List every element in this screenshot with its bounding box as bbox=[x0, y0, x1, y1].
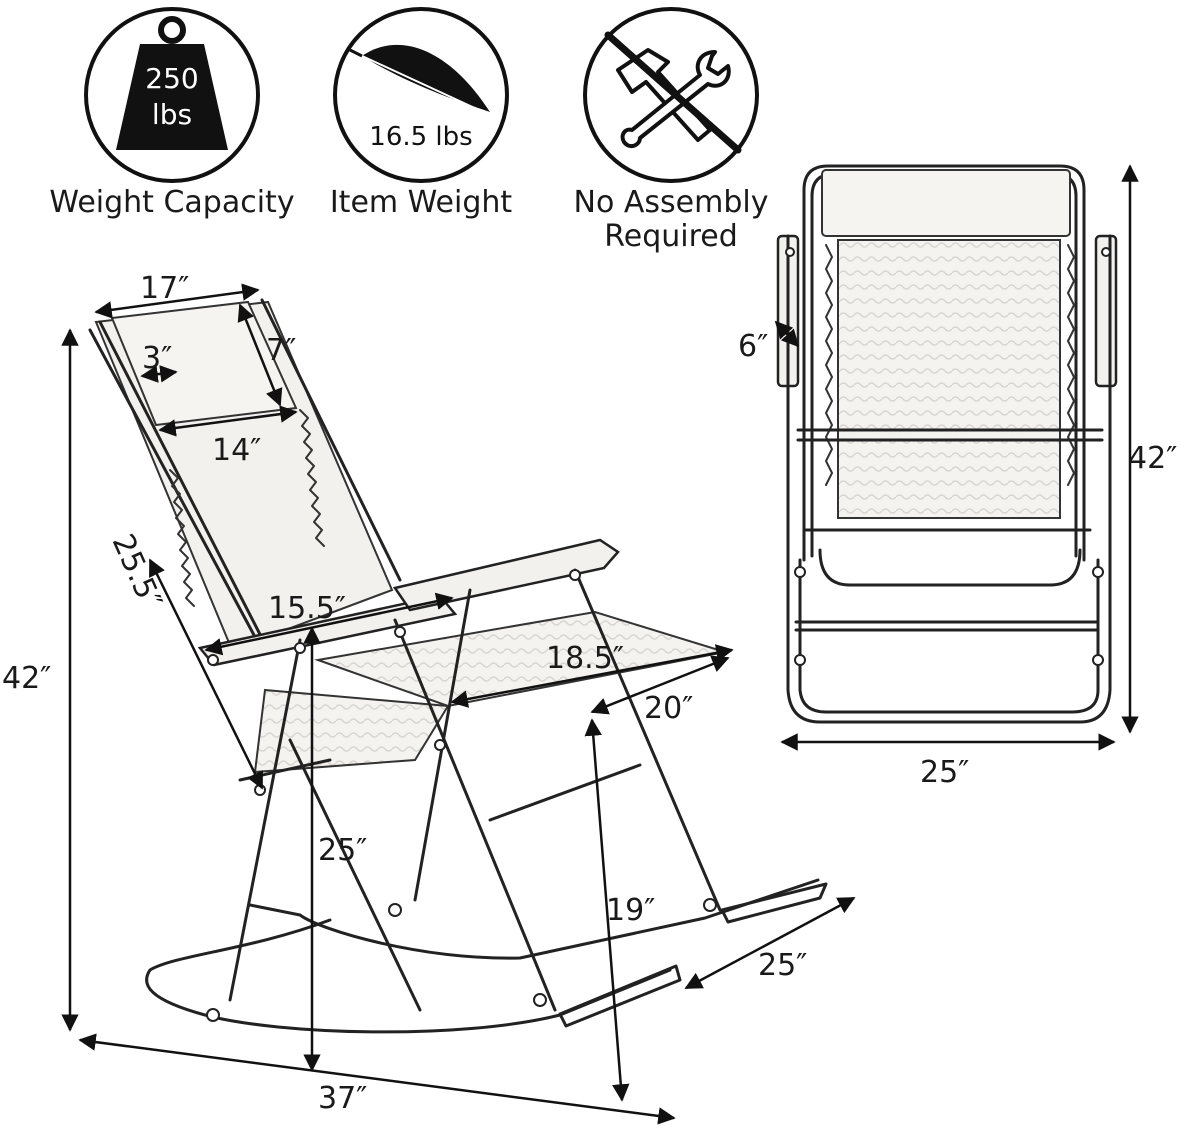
item-weight-value: 16.5 lbs bbox=[369, 122, 472, 152]
item-weight-badge: 16.5 lbs Item Weight bbox=[330, 7, 513, 220]
dim-armrest-width: 15.5″ bbox=[268, 591, 346, 626]
dim-front-width: 25″ bbox=[920, 755, 969, 790]
weight-capacity-caption: Weight Capacity bbox=[49, 185, 294, 220]
no-tools-icon bbox=[604, 31, 742, 154]
dim-headrest-width: 17″ bbox=[140, 271, 189, 306]
feather-icon bbox=[349, 44, 493, 117]
dim-headrest-inner: 14″ bbox=[212, 433, 261, 468]
weight-capacity-value: 250 bbox=[145, 62, 198, 95]
no-assembly-badge: No Assembly Required bbox=[574, 7, 769, 254]
dim-front-height: 19″ bbox=[606, 893, 655, 928]
dim-back-length: 25.5″ bbox=[105, 529, 169, 615]
dim-total-height: 42″ bbox=[2, 661, 51, 696]
dim-pillow-depth: 3″ bbox=[142, 341, 172, 376]
dim-headrest-height: 7″ bbox=[266, 333, 296, 368]
chair-front-view bbox=[776, 164, 1118, 724]
front-view-dimensions: 6″ 42″ 25″ bbox=[738, 164, 1177, 790]
dim-seat-height: 25″ bbox=[318, 833, 367, 868]
dim-seat-width: 18.5″ bbox=[546, 641, 624, 676]
item-weight-caption: Item Weight bbox=[330, 185, 513, 220]
dim-armrest-thickness: 6″ bbox=[738, 329, 768, 364]
no-assembly-caption-line1: No Assembly bbox=[574, 185, 769, 220]
dim-front-height: 42″ bbox=[1128, 441, 1177, 476]
weight-capacity-badge: 250 lbs Weight Capacity bbox=[49, 7, 295, 220]
dim-length: 37″ bbox=[318, 1081, 367, 1116]
weight-icon bbox=[116, 16, 228, 150]
no-assembly-caption-line2: Required bbox=[604, 219, 738, 254]
chair-side-view bbox=[88, 298, 828, 1034]
dim-seat-depth: 20″ bbox=[644, 691, 693, 726]
weight-capacity-unit: lbs bbox=[152, 98, 192, 131]
dim-base-width: 25″ bbox=[758, 948, 807, 983]
